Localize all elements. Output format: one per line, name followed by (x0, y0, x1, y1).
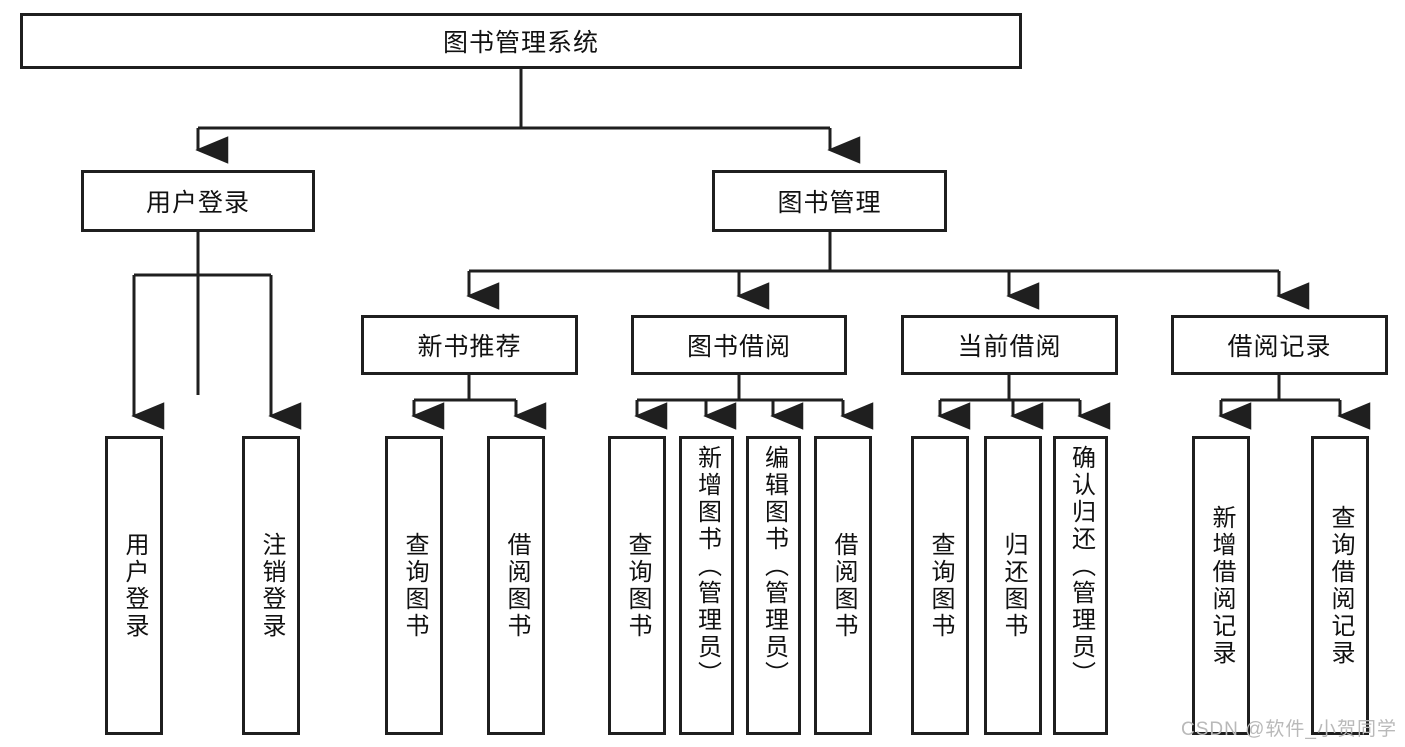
node-leaf-borrow-book-1[interactable]: 借阅图书 (487, 436, 545, 735)
node-book-manage-label: 图书管理 (777, 189, 882, 217)
node-book-borrow[interactable]: 图书借阅 (631, 315, 847, 375)
node-borrow-record-label: 借阅记录 (1227, 333, 1332, 361)
node-leaf-return-book-label: 归还图书 (999, 531, 1027, 640)
node-leaf-edit-book[interactable]: 编辑图书（管理员） (746, 436, 801, 735)
node-leaf-query-record-label: 查询借阅记录 (1326, 504, 1354, 667)
node-leaf-add-book-label: 新增图书（管理员） (693, 445, 721, 688)
node-current-borrow-label: 当前借阅 (957, 333, 1062, 361)
node-user-login-label: 用户登录 (145, 189, 250, 217)
node-leaf-query-book-3-label: 查询图书 (926, 531, 954, 640)
node-root-label: 图书管理系统 (442, 29, 599, 57)
node-leaf-query-book-2-label: 查询图书 (623, 531, 651, 640)
node-user-login[interactable]: 用户登录 (81, 170, 315, 232)
node-leaf-user-login[interactable]: 用户登录 (105, 436, 163, 735)
node-borrow-record[interactable]: 借阅记录 (1171, 315, 1388, 375)
node-root[interactable]: 图书管理系统 (20, 13, 1022, 69)
node-leaf-query-book-3[interactable]: 查询图书 (911, 436, 969, 735)
node-leaf-borrow-book-2-label: 借阅图书 (829, 531, 857, 640)
node-new-book-recommend[interactable]: 新书推荐 (361, 315, 578, 375)
node-current-borrow[interactable]: 当前借阅 (901, 315, 1118, 375)
watermark-text: CSDN @软件_小贺同学 (1181, 719, 1397, 740)
node-leaf-user-login-label: 用户登录 (120, 531, 148, 640)
node-leaf-edit-book-label: 编辑图书（管理员） (760, 445, 788, 688)
node-leaf-add-record[interactable]: 新增借阅记录 (1192, 436, 1250, 735)
node-new-book-recommend-label: 新书推荐 (417, 333, 522, 361)
node-leaf-query-book-1[interactable]: 查询图书 (385, 436, 443, 735)
node-leaf-return-book[interactable]: 归还图书 (984, 436, 1042, 735)
node-leaf-query-book-2[interactable]: 查询图书 (608, 436, 666, 735)
node-leaf-query-record[interactable]: 查询借阅记录 (1311, 436, 1369, 735)
node-leaf-confirm-return[interactable]: 确认归还（管理员） (1053, 436, 1108, 735)
node-book-borrow-label: 图书借阅 (686, 333, 791, 361)
node-leaf-logout-label: 注销登录 (257, 531, 285, 640)
node-book-manage[interactable]: 图书管理 (712, 170, 947, 232)
node-leaf-borrow-book-1-label: 借阅图书 (502, 531, 530, 640)
node-leaf-add-book[interactable]: 新增图书（管理员） (679, 436, 734, 735)
node-leaf-query-book-1-label: 查询图书 (400, 531, 428, 640)
node-leaf-add-record-label: 新增借阅记录 (1207, 504, 1235, 667)
node-leaf-borrow-book-2[interactable]: 借阅图书 (814, 436, 872, 735)
node-leaf-confirm-return-label: 确认归还（管理员） (1067, 445, 1095, 688)
node-leaf-logout[interactable]: 注销登录 (242, 436, 300, 735)
